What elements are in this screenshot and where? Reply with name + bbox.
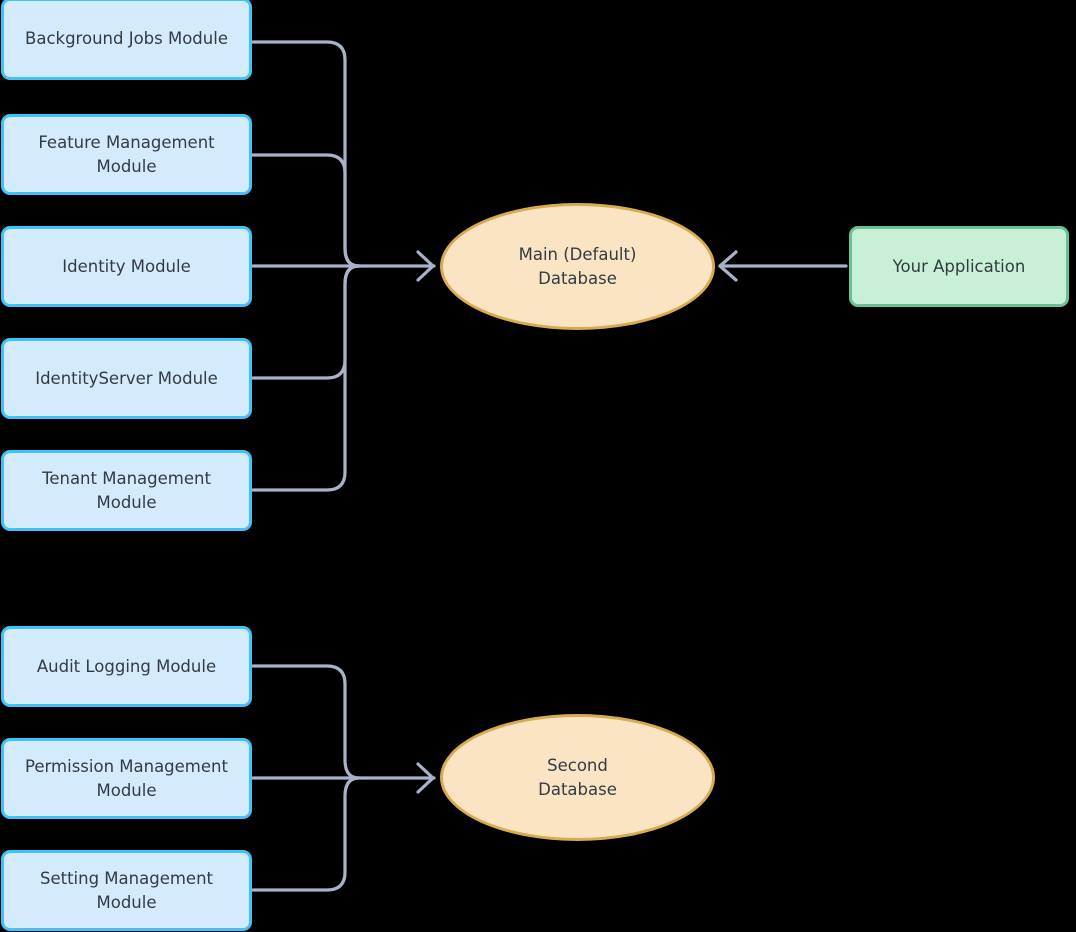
node-label: Feature Management Module: [38, 132, 215, 176]
node-audit-logging-module[interactable]: Audit Logging Module: [1, 626, 252, 707]
node-second-database[interactable]: Second Database: [440, 714, 715, 841]
node-permission-management-module[interactable]: Permission Management Module: [1, 738, 252, 819]
arrowhead-main-db-right: [718, 250, 738, 282]
edge-feature-management-to-main-db: [251, 153, 361, 268]
node-your-application[interactable]: Your Application: [849, 226, 1069, 307]
node-main-database[interactable]: Main (Default) Database: [440, 203, 715, 330]
node-label: Setting Management Module: [39, 868, 214, 912]
node-tenant-management-module[interactable]: Tenant Management Module: [1, 450, 252, 531]
node-identityserver-module[interactable]: IdentityServer Module: [1, 338, 252, 419]
arrowhead-main-db-left: [416, 250, 435, 282]
edge-identityserver-to-main-db: [251, 264, 361, 380]
node-feature-management-module[interactable]: Feature Management Module: [1, 114, 252, 195]
node-label: Tenant Management Module: [42, 468, 211, 512]
edge-tenant-management-to-main-db: [251, 264, 361, 492]
node-label: Identity Module: [62, 256, 191, 276]
node-background-jobs-module[interactable]: Background Jobs Module: [1, 0, 252, 80]
node-identity-module[interactable]: Identity Module: [1, 226, 252, 307]
node-label: Your Application: [892, 256, 1026, 276]
arrowhead-second-db-left: [416, 762, 435, 794]
node-setting-management-module[interactable]: Setting Management Module: [1, 850, 252, 931]
edge-setting-management-to-second-db: [251, 776, 361, 892]
node-label: Main (Default) Database: [518, 244, 637, 288]
node-label: IdentityServer Module: [35, 368, 218, 388]
node-label: Permission Management Module: [25, 756, 228, 800]
node-label: Second Database: [538, 755, 617, 799]
node-label: Audit Logging Module: [36, 656, 217, 676]
node-label: Background Jobs Module: [25, 29, 228, 49]
edge-audit-logging-to-second-db: [251, 664, 361, 780]
